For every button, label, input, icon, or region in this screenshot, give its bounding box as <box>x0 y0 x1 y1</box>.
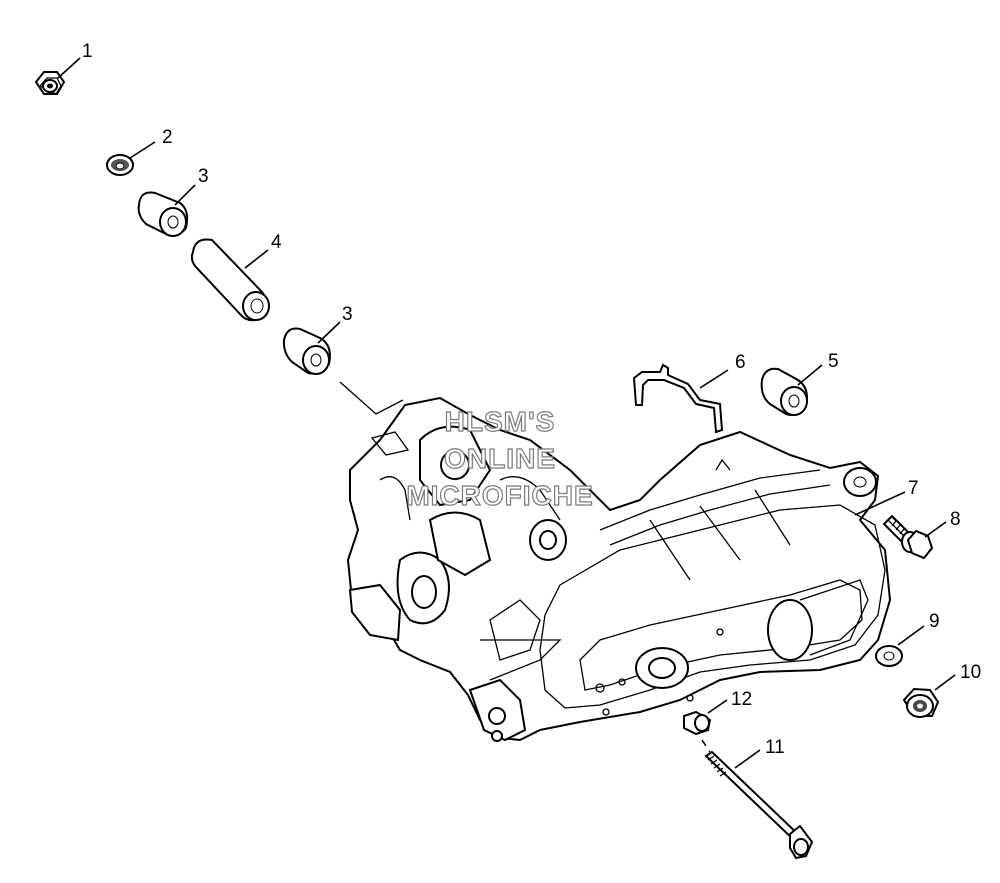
flange-nut-icon[interactable] <box>902 687 940 718</box>
callout-4: 4 <box>271 232 282 253</box>
collar-icon[interactable] <box>683 710 712 736</box>
callout-5: 5 <box>828 351 839 372</box>
bracket-icon[interactable] <box>632 363 724 434</box>
callout-1: 1 <box>82 41 93 62</box>
callout-11: 11 <box>765 737 785 758</box>
callout-9: 9 <box>929 611 940 632</box>
watermark-line-2: ONLINE <box>444 443 556 474</box>
callout-10: 10 <box>960 662 981 683</box>
callout-6: 6 <box>735 352 746 373</box>
callout-3-lower: 3 <box>342 304 353 325</box>
bushing-icon[interactable] <box>282 327 331 375</box>
bushing-icon[interactable] <box>760 367 808 416</box>
washer-icon[interactable] <box>875 645 903 667</box>
watermark-line-1: HLSM'S <box>445 406 556 437</box>
long-bolt-icon[interactable] <box>704 750 814 860</box>
watermark: HLSM'S ONLINE MICROFICHE <box>406 405 594 511</box>
callout-12: 12 <box>731 689 752 710</box>
sleeve-icon[interactable] <box>190 238 270 322</box>
bushing-icon[interactable] <box>137 191 189 237</box>
watermark-line-3: MICROFICHE <box>406 480 593 511</box>
flange-bolt-icon[interactable] <box>882 514 934 560</box>
callout-7: 7 <box>908 478 919 499</box>
callout-3-upper: 3 <box>198 166 209 187</box>
hex-nut-icon[interactable] <box>34 71 66 95</box>
washer-icon[interactable] <box>106 154 134 176</box>
callout-2: 2 <box>162 127 173 148</box>
callout-8: 8 <box>950 509 961 530</box>
engine-assembly-icon[interactable] <box>346 396 892 742</box>
